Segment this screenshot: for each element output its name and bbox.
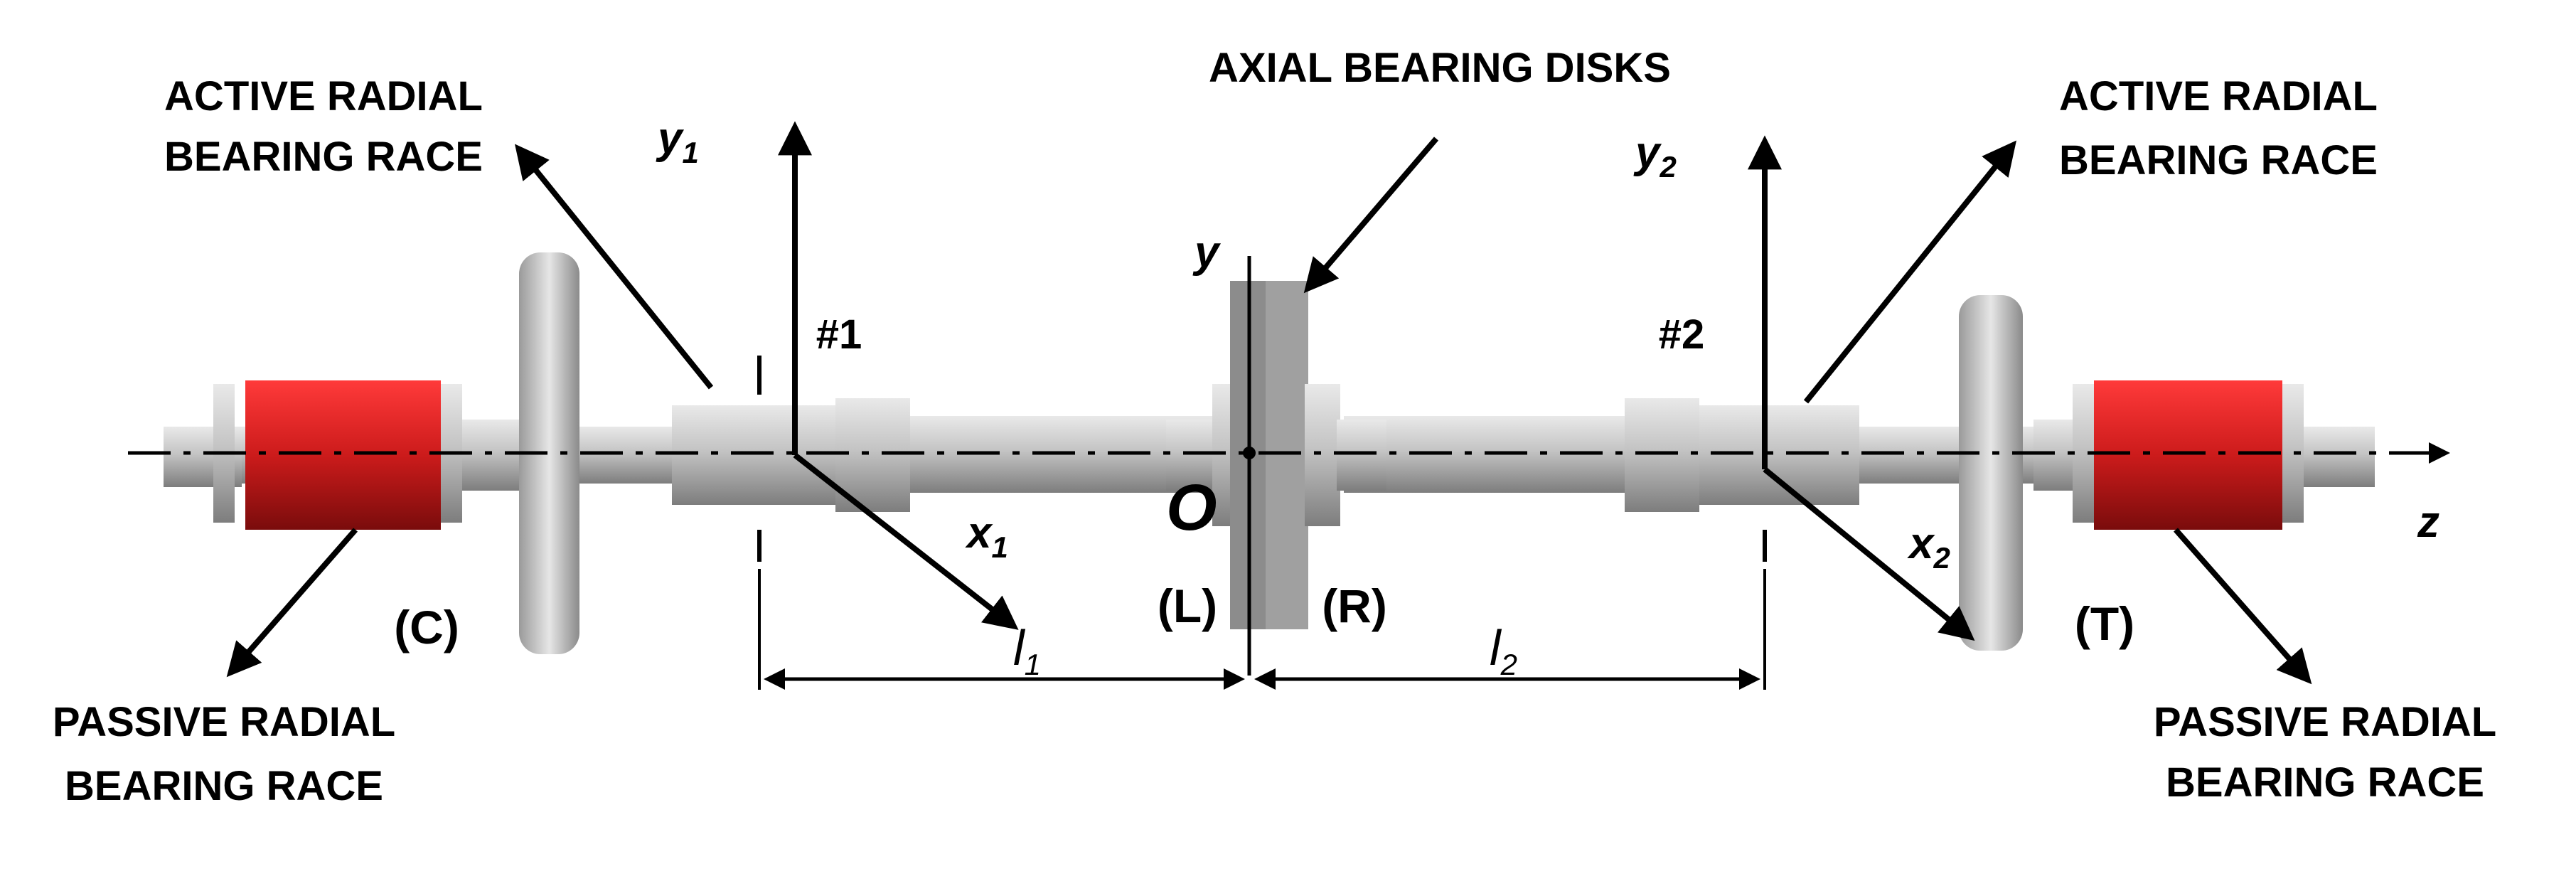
origin-label: O	[1166, 471, 1217, 544]
active-right-label-1: ACTIVE RADIAL	[2059, 73, 2378, 119]
x2-label: x2	[1907, 519, 1950, 575]
l1-label: l1	[1013, 620, 1041, 681]
z-label: z	[2417, 498, 2439, 547]
active-right-leader	[1803, 140, 2017, 404]
x1-axis	[793, 452, 1019, 630]
active-left-label-2: BEARING RACE	[164, 134, 483, 180]
passive-right-label-1: PASSIVE RADIAL	[2154, 699, 2496, 745]
l2-label: l2	[1490, 620, 1517, 681]
y2-label: y2	[1633, 128, 1677, 183]
right-disk	[1959, 295, 2023, 651]
l-label: (L)	[1158, 580, 1217, 632]
bearing2-label: #2	[1659, 311, 1705, 358]
left-disk	[519, 252, 579, 654]
passive-right-label-2: BEARING RACE	[2166, 759, 2484, 806]
passive-radial-bearing-right	[2094, 380, 2282, 530]
passive-radial-bearing-left	[245, 380, 441, 530]
x2-axis	[1763, 466, 1975, 641]
active-left-leader	[514, 144, 714, 390]
axial-disk-right	[1266, 281, 1308, 629]
axial-bearing-disks	[1166, 281, 1386, 629]
x1-label: x1	[965, 508, 1008, 564]
bearing1-label: #1	[816, 311, 862, 358]
c-label: (C)	[394, 601, 459, 653]
right-end-assembly	[2033, 384, 2375, 523]
axial-leader	[1303, 137, 1439, 294]
r-label: (R)	[1322, 580, 1387, 632]
active-right-label-2: BEARING RACE	[2059, 137, 2378, 183]
y1-label: y1	[656, 114, 699, 169]
passive-left-label-2: BEARING RACE	[65, 763, 383, 809]
t-label: (T)	[2075, 597, 2134, 650]
passive-left-label-1: PASSIVE RADIAL	[53, 699, 395, 745]
passive-left-leader	[226, 528, 358, 678]
active-radial-bearing-right	[1625, 398, 1859, 512]
axial-label: AXIAL BEARING DISKS	[1209, 45, 1671, 91]
active-radial-bearing-left	[672, 398, 910, 512]
passive-right-leader	[2173, 528, 2312, 685]
y-axis-label: y	[1192, 228, 1222, 277]
active-left-label-1: ACTIVE RADIAL	[164, 73, 483, 119]
